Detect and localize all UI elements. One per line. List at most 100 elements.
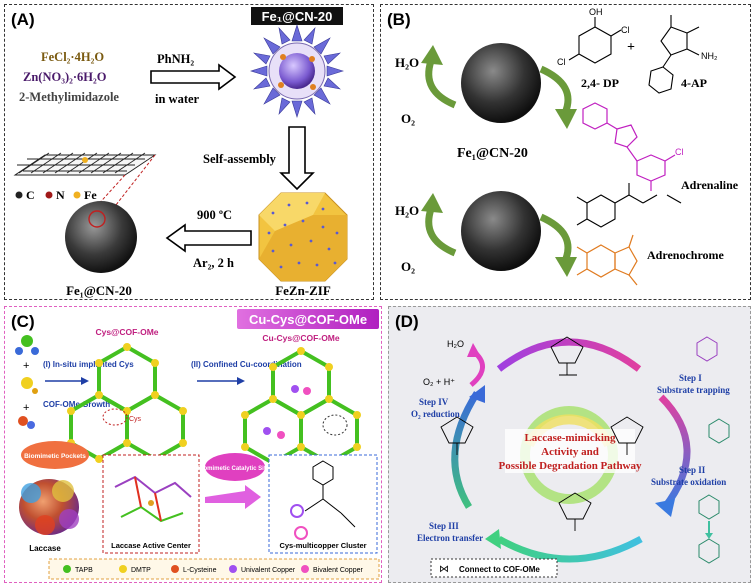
- cys-cof-title: Cys@COF-OMe: [95, 327, 158, 337]
- o2h-label: O₂ + H⁺: [423, 377, 455, 387]
- atom-legend: C N Fe: [15, 188, 97, 202]
- cluster-highlight: [322, 414, 348, 436]
- svg-text:Univalent Copper: Univalent Copper: [241, 567, 296, 574]
- fezn-zif-crystal: [258, 192, 348, 282]
- svg-text:Cl: Cl: [675, 147, 684, 157]
- cluster-label: Cys-multicopper Cluster: [279, 541, 366, 550]
- svg-text:Bivalent Copper: Bivalent Copper: [313, 567, 363, 574]
- panel-d-label: (D): [395, 312, 419, 331]
- h2o-bottom: H₂O: [395, 203, 419, 218]
- ap-label: 4-AP: [681, 76, 707, 90]
- fe1-cn-sphere: [65, 201, 137, 273]
- reagent-fecl2: FeCl₂·4H₂O: [41, 50, 104, 64]
- panel-d: (D) Laccase-mimicking Activity and Possi…: [388, 306, 751, 583]
- copper-sites: [263, 385, 311, 439]
- svg-text:NH₂: NH₂: [701, 51, 718, 61]
- step3-sub: Electron transfer: [417, 533, 483, 543]
- monomer-stack: + +: [15, 335, 39, 429]
- magenta-product: [582, 102, 676, 191]
- step2-text: (II) Confined Cu-coordination: [191, 360, 302, 369]
- svg-text:TAPB: TAPB: [75, 567, 93, 574]
- legend-cysteine: L-Cysteine: [171, 565, 217, 574]
- zif-label: FeZn-ZIF: [275, 283, 331, 298]
- h2o-label: H₂O: [447, 339, 464, 349]
- reagent-mim: 2-Methylimidazole: [19, 90, 119, 104]
- cu-complex-bottom: [558, 492, 592, 531]
- svg-text:Cl: Cl: [557, 57, 566, 67]
- panel-b-diagram: (B) H₂O O₂ OH Cl Cl 2,4- DP + NH₂: [387, 7, 739, 286]
- ap-molecule: [648, 15, 700, 94]
- panel-a-title: Fe₁@CN-20: [262, 9, 333, 24]
- cu-complex-top: [550, 336, 584, 376]
- cu-complex-left: [440, 416, 474, 455]
- active-center-structure: [114, 475, 192, 523]
- panel-c-legend: [48, 558, 380, 580]
- step1-bottom: in water: [155, 92, 200, 106]
- legend-univalent: Univalent Copper: [229, 565, 296, 574]
- h2o-top: H₂O: [395, 55, 419, 70]
- panel-a-diagram: (A) Fe₁@CN-20 FeCl₂·4H₂O Zn(NO₃)₂·6H₂O 2…: [11, 7, 348, 298]
- svg-text:L-Cysteine: L-Cysteine: [183, 567, 217, 574]
- o2-top: O₂: [401, 111, 415, 126]
- sites-label: Biomimetic Catalytic Sites: [197, 466, 273, 472]
- hollow-arrow-left: [165, 223, 252, 253]
- step3-bottom: Ar₂, 2 h: [193, 256, 234, 270]
- cys-highlight: [102, 408, 128, 426]
- sites-badge: [205, 453, 265, 481]
- svg-text:C: C: [26, 188, 35, 202]
- reagent-zn: Zn(NO₃)₂·6H₂O: [23, 70, 107, 84]
- step1-label: Step I: [679, 373, 702, 383]
- panel-a: (A) Fe₁@CN-20 FeCl₂·4H₂O Zn(NO₃)₂·6H₂O 2…: [4, 4, 374, 300]
- cycle-arc-left: [451, 391, 480, 509]
- pockets-badge: [21, 441, 89, 469]
- panel-c-label: (C): [11, 312, 35, 331]
- graphene-sheet: [13, 152, 157, 176]
- center-label-bg: [505, 429, 635, 473]
- svg-text:DMTP: DMTP: [131, 567, 151, 574]
- cycle-arc-right: [658, 394, 691, 510]
- substrate-bottom-right: [698, 494, 720, 564]
- connect-icon: ⋈: [439, 564, 449, 575]
- svg-text:Fe: Fe: [84, 188, 97, 202]
- legend-dmtp: DMTP: [119, 565, 151, 574]
- cu-complex-right: [610, 416, 644, 455]
- step1-text: (I) In-situ implanted Cys: [43, 360, 134, 369]
- green-arrow-right-top: [539, 65, 572, 115]
- step2-sub: Substrate oxidation: [651, 477, 726, 487]
- o2-bottom: O₂: [401, 259, 415, 274]
- product-label: Fe₁@CN-20: [66, 283, 132, 298]
- panel-b: (B) H₂O O₂ OH Cl Cl 2,4- DP + NH₂: [380, 4, 751, 300]
- panel-d-diagram: (D) Laccase-mimicking Activity and Possi…: [395, 312, 730, 578]
- step3-label: Step III: [429, 521, 459, 531]
- panel-c-title-bg: [237, 309, 379, 329]
- panel-a-title-bg: [251, 7, 343, 25]
- cu-cys-cof-title: Cu-Cys@COF-OMe: [262, 333, 340, 343]
- adrenaline-molecule: [576, 183, 682, 228]
- svg-text:+: +: [23, 402, 29, 414]
- connect-box: [430, 558, 558, 578]
- cycle-arc-bottom: [497, 535, 643, 563]
- panel-c-diagram: (C) Cu-Cys@COF-OMe Cys@COF-OMe Cu-Cys@CO…: [11, 309, 380, 580]
- sphere-zoom-ring: [88, 210, 106, 228]
- svg-text:OH: OH: [589, 7, 603, 17]
- svg-text:+: +: [23, 360, 29, 372]
- step3-top: 900 ºC: [197, 208, 232, 222]
- laccase-label: Laccase: [29, 544, 61, 553]
- green-arrow-right-bottom: [539, 213, 572, 263]
- cluster-box: [268, 454, 378, 554]
- fe-zif-particle: [249, 23, 345, 119]
- legend-bivalent: Bivalent Copper: [301, 565, 363, 574]
- hollow-arrow-down: [279, 126, 315, 191]
- growth-text: COF-OMe Growth: [43, 400, 110, 409]
- dp-molecule: [568, 17, 622, 64]
- step1-top: PhNH₂: [157, 52, 194, 66]
- pockets-label: Biomimetic Pockets: [24, 453, 86, 460]
- adrenochrome-label: Adrenochrome: [647, 248, 725, 262]
- cluster-structure: [304, 460, 356, 528]
- panel-a-label: (A): [11, 10, 35, 29]
- fe-atom-site: [82, 157, 88, 163]
- connect-label: Connect to COF-OMe: [459, 565, 540, 574]
- green-arrow-left-bottom: [425, 207, 457, 257]
- cys-label: Cys: [129, 416, 142, 423]
- hollow-arrow-right: [150, 63, 237, 91]
